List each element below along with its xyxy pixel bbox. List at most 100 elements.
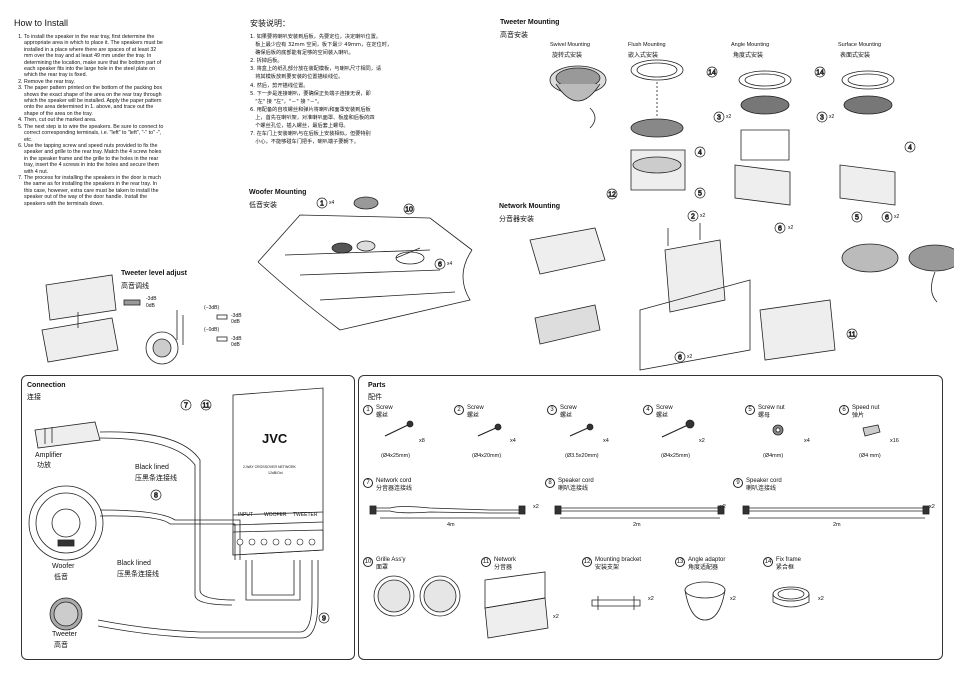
callout-8: 8	[154, 493, 158, 500]
x2-label: x2	[700, 213, 706, 219]
x2-label: x2	[788, 225, 794, 231]
part-name-cn: 螺丝	[376, 412, 389, 419]
surface-mounting-label: Surface Mounting	[838, 42, 882, 48]
part-name: Screw	[560, 405, 577, 411]
black-lined-label: Black lined	[117, 560, 151, 567]
callout-5: 5	[855, 215, 859, 222]
part-qty: x2	[648, 596, 654, 602]
part-name-cn: 分音器	[494, 564, 513, 571]
level-0db: 0dB	[231, 319, 240, 325]
connection-panel	[21, 375, 355, 660]
part-number: 8	[545, 478, 555, 488]
cn-step-line: "左" 接 "左"，"－" 接 "－"。	[250, 98, 323, 105]
network-sub-caption: 12dB/Oct	[268, 471, 283, 475]
how-to-install-title: How to Install	[14, 18, 69, 28]
part-dim: (Ø4mm)	[763, 453, 784, 459]
swivel-mounting-cn: 旋转式安装	[552, 52, 583, 59]
tweeter-mounting-title: Tweeter Mounting	[500, 19, 560, 26]
part-qty: x4	[603, 438, 609, 444]
screw-nut-icon	[772, 424, 784, 436]
part-number: 9	[733, 478, 743, 488]
part-name: Network cord	[376, 478, 412, 484]
install-step-2: Remove the rear tray.	[24, 79, 164, 85]
tweeter-label: Tweeter	[52, 631, 77, 638]
part-number: 10	[363, 557, 373, 567]
install-step-7: The process for installing the speakers …	[24, 175, 164, 207]
part-name: Fix frame	[776, 557, 802, 563]
angle-mounting-cn: 角度式安装	[733, 52, 764, 59]
part-dim: (Ø4 mm)	[859, 453, 881, 459]
woofer-mounting-title: Woofer Mounting	[249, 189, 307, 196]
cn-step-line: 3. 将盒上的纸孔部分放在装配模板，与喇叭尺寸相同，请	[250, 66, 382, 73]
x2-label: x2	[894, 214, 900, 220]
part-qty: x8	[419, 438, 425, 444]
callout-11: 11	[202, 403, 209, 410]
callout-10: 10	[405, 207, 413, 214]
cn-step-line: 1. 如果要将喇叭安装到后板，先要定位，决定喇叭位置。	[250, 34, 382, 40]
part-number: 6	[839, 405, 849, 415]
part-number: 11	[481, 557, 491, 567]
black-lined-cn: 压黑条连接线	[135, 474, 177, 482]
level-option-minus3db: (−3dB)	[204, 305, 220, 311]
part-number: 2	[454, 405, 464, 415]
part-dim: (Ø3.5x20mm)	[565, 453, 599, 459]
grille-icon	[373, 575, 461, 617]
callout-3: 3	[820, 115, 824, 122]
part-name: Screw	[656, 405, 673, 411]
angle-adaptor-icon	[684, 581, 726, 621]
callout-1: 1	[320, 201, 324, 208]
cn-step-line: 个螺丝孔位，插入螺丝，最后套上螺母。	[250, 123, 349, 130]
part-number: 12	[582, 557, 592, 567]
callout-6: 6	[778, 226, 782, 233]
part-qty: x2	[730, 596, 736, 602]
connection-title: Connection	[27, 382, 66, 389]
cn-step-line: 板上最少应有 32mm 空间，板下最少 49mm，在定位时，	[250, 42, 393, 49]
cn-step-line: 4. 然后，剪开描线位置。	[250, 82, 309, 89]
part-name-cn: 安装支架	[595, 564, 620, 571]
part-number: 7	[363, 478, 373, 488]
part-qty: x2	[699, 438, 705, 444]
part-name-cn: 喇叭连接线	[746, 485, 777, 492]
cn-step-line: 确保后板的底部能有足够的空间装入喇叭。	[250, 50, 354, 57]
part-name: Screw nut	[758, 405, 785, 411]
part-qty: x2	[533, 504, 539, 510]
tweeter-cn: 高音	[54, 641, 68, 649]
part-name-cn: 紧合框	[776, 564, 795, 571]
callout-12: 12	[608, 192, 616, 199]
network-mounting-cn: 分音器安装	[499, 215, 534, 223]
part-name: Mounting bracket	[595, 557, 642, 563]
part-name-cn: 螺丝	[656, 412, 669, 419]
black-lined-label: Black lined	[135, 464, 169, 471]
install-step-1: To install the speaker in the rear tray,…	[24, 34, 164, 79]
part-name-cn: 弹片	[852, 412, 865, 419]
how-to-install-steps: To install the speaker in the rear tray,…	[14, 34, 164, 207]
network-caption: 2-WAY CROSSOVER NETWORK	[243, 465, 296, 469]
part-number: 3	[547, 405, 557, 415]
part-name: Grille Ass'y	[376, 557, 406, 563]
callout-11: 11	[848, 332, 855, 339]
level-0db: 0dB	[231, 342, 240, 348]
surface-mounting-cn: 表面式安装	[840, 52, 871, 59]
part-number: 13	[675, 557, 685, 567]
x4-label: x4	[447, 261, 453, 267]
level-minus3db: -3dB	[231, 336, 242, 342]
cn-step-line: 7. 在车门上安装喇叭与在后板上安装相似，但要特别	[250, 131, 371, 138]
black-lined-cn: 压黑条连接线	[117, 570, 159, 578]
part-name: Screw	[467, 405, 484, 411]
part-name: Screw	[376, 405, 393, 411]
terminal-input-label: INPUT	[238, 512, 253, 518]
fix-frame-icon	[772, 586, 810, 608]
flush-mounting-cn: 嵌入式安装	[628, 52, 659, 59]
part-name: Speaker cord	[558, 478, 594, 484]
callout-3: 3	[717, 115, 721, 122]
part-name-cn: 面罩	[376, 564, 389, 571]
